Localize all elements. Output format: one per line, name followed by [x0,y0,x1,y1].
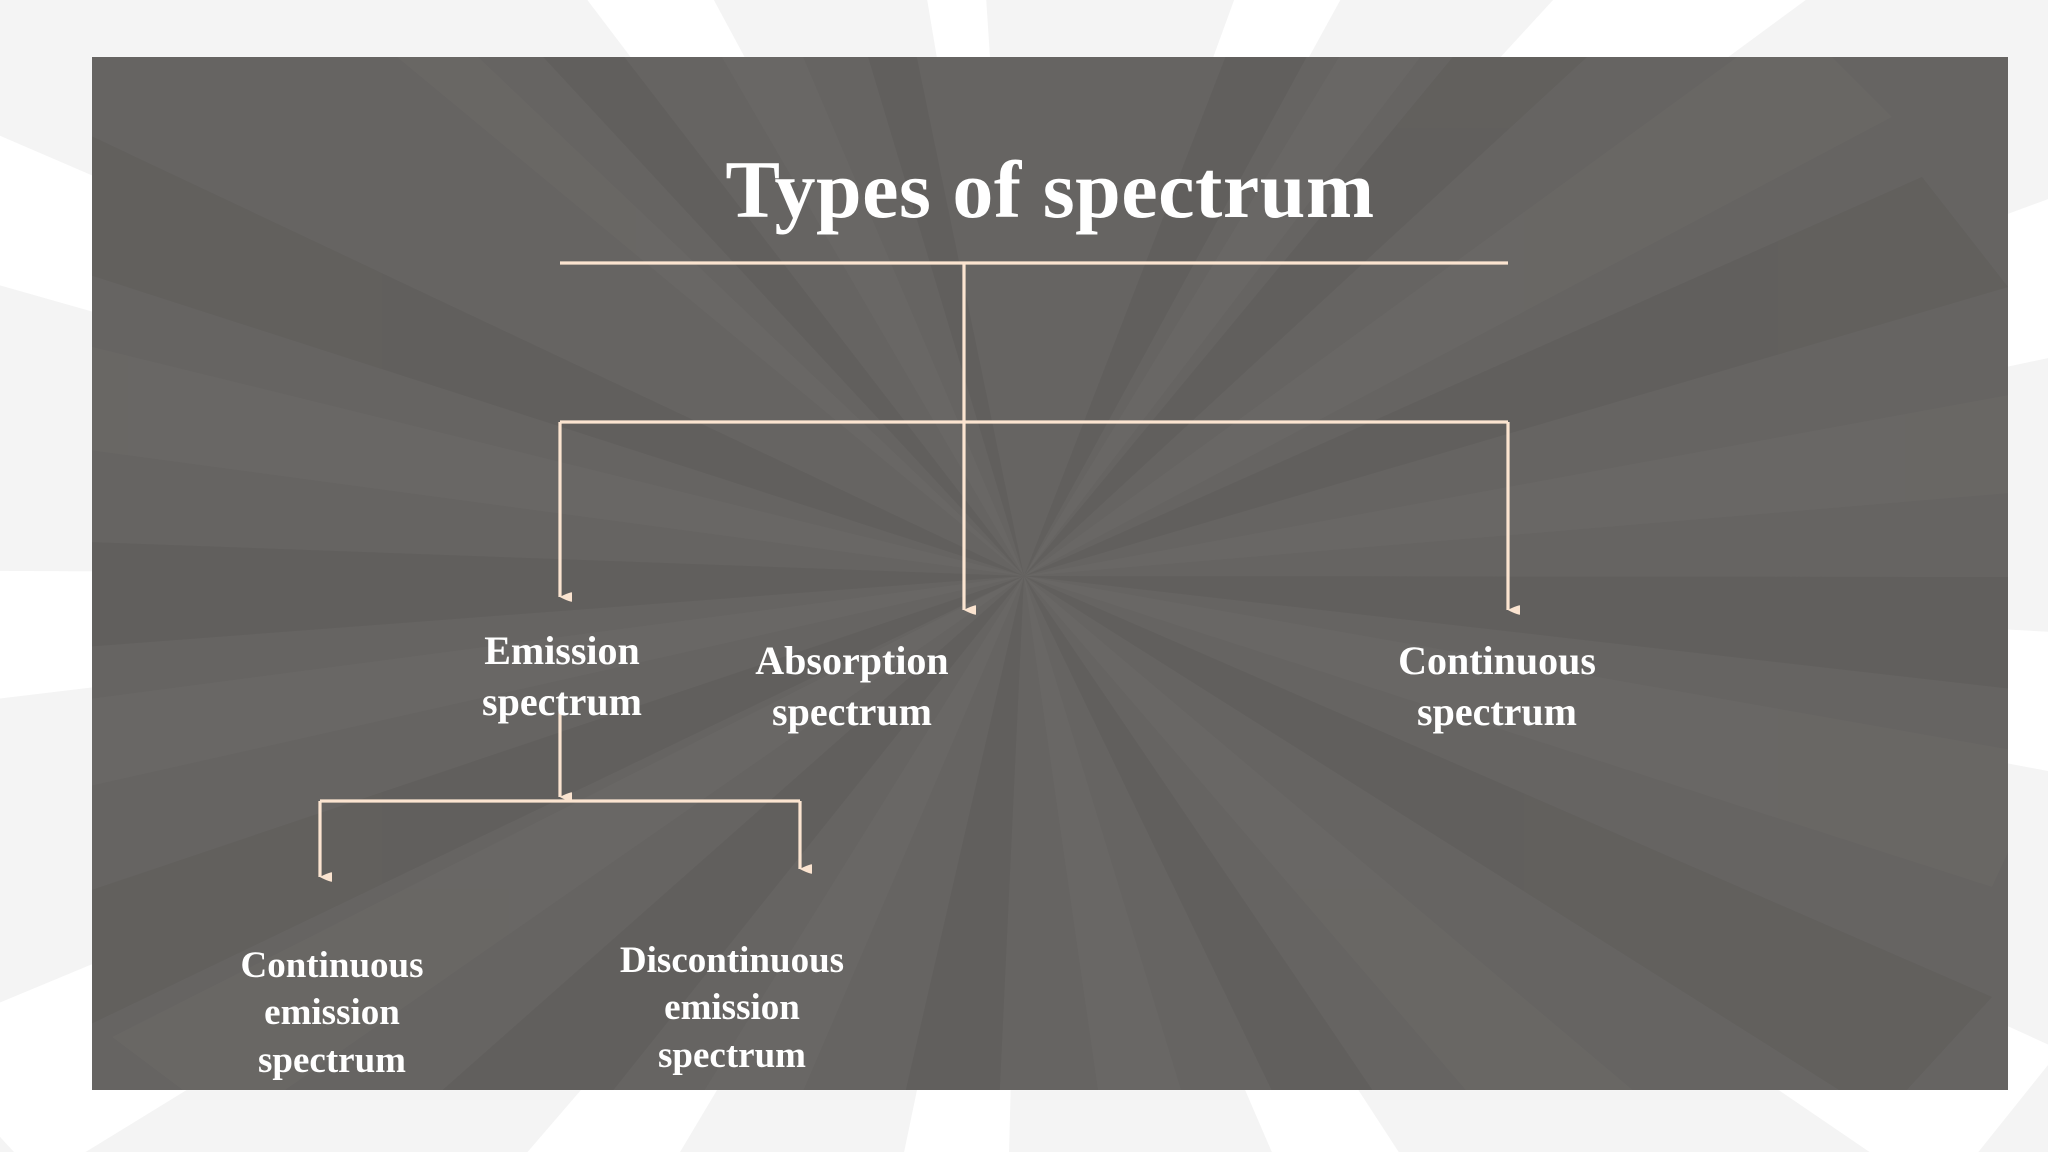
slide-card: Types of spectrum [92,57,2008,1090]
node-continuous-emission-spectrum: Continuous emission spectrum [240,945,424,1081]
node-continuous-spectrum: Continuous spectrum [1398,638,1596,735]
page-title: Types of spectrum [725,144,1375,235]
node-absorption-spectrum: Absorption spectrum [755,638,949,735]
node-emission-spectrum: Emission spectrum [482,628,642,725]
node-discontinuous-emission-spectrum: Discontinuous emission spectrum [619,940,845,1076]
